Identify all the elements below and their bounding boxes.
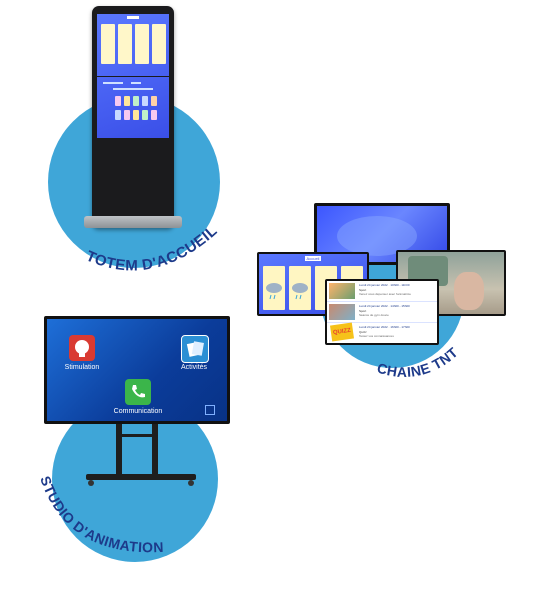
activity-tile <box>124 96 130 106</box>
program-time: Lundi 24 janvier 2022 · 14h00 - 15h00 <box>359 304 410 308</box>
head-icon[interactable] <box>69 335 95 361</box>
activity-tile <box>115 110 121 120</box>
activity-tile <box>151 110 157 120</box>
program-thumbnail <box>329 283 355 299</box>
studio-label: STUDIO D'ANIMATION <box>37 474 164 556</box>
totem-base <box>84 216 182 228</box>
rain-cloud-icon <box>266 283 282 300</box>
program-item: Lundi 24 janvier 2022 · 14h00 - 15h00 Sp… <box>327 302 437 323</box>
program-title: Quizz <box>359 330 367 334</box>
program-desc: Séance de gym douce <box>359 313 389 317</box>
wheel <box>88 480 94 486</box>
weather-card <box>152 24 166 64</box>
photo-people <box>454 272 484 310</box>
program-title: Sport <box>359 309 367 313</box>
weather-card <box>289 266 311 310</box>
weather-card <box>263 266 285 310</box>
weather-card <box>118 24 132 64</box>
tv-header: Accueil <box>305 256 321 261</box>
studio-screen-frame: Stimulation Activités Communication <box>44 316 230 424</box>
program-title: Sport <box>359 288 367 292</box>
totem-text-line <box>131 82 141 84</box>
studio-screen: Stimulation Activités Communication <box>47 319 227 421</box>
weather-card <box>135 24 149 64</box>
rain-cloud-icon <box>292 283 308 300</box>
totem-text-line <box>103 82 123 84</box>
activity-tile <box>142 96 148 106</box>
phone-icon[interactable] <box>125 379 151 405</box>
program-time: Lundi 24 janvier 2022 · 10h00 - 11h00 <box>359 283 410 287</box>
program-desc: Venez vous dépenser avec l'animatrice <box>359 292 411 296</box>
tnt-center-screen: Lundi 24 janvier 2022 · 10h00 - 11h00 Sp… <box>327 281 437 343</box>
program-item: QUIZZ Lundi 24 janvier 2022 · 16h00 - 17… <box>327 322 437 343</box>
totem-header-logo <box>127 16 139 19</box>
wave-shape <box>337 216 417 256</box>
weather-card <box>101 24 115 64</box>
program-item: Lundi 24 janvier 2022 · 10h00 - 11h00 Sp… <box>327 281 437 302</box>
cards-icon[interactable] <box>181 335 209 363</box>
totem-text-line <box>113 88 153 90</box>
program-time: Lundi 24 janvier 2022 · 16h00 - 17h00 <box>359 325 410 329</box>
activity-tile <box>124 110 130 120</box>
totem-divider <box>97 76 169 77</box>
studio-stand <box>114 420 160 480</box>
activity-tile <box>133 110 139 120</box>
studio-stand-base <box>86 474 196 480</box>
activites-label: Activités <box>180 364 208 371</box>
activity-tile <box>115 96 121 106</box>
activity-tile <box>133 96 139 106</box>
program-desc: Testez vos connaissances <box>359 334 394 338</box>
activity-tile <box>151 96 157 106</box>
tnt-center-tv: Lundi 24 janvier 2022 · 10h00 - 11h00 Sp… <box>325 279 439 345</box>
communication-label: Communication <box>113 408 163 415</box>
totem-screen <box>97 14 169 138</box>
svg-text:STUDIO D'ANIMATION: STUDIO D'ANIMATION <box>37 474 164 556</box>
wheel <box>188 480 194 486</box>
program-thumbnail <box>329 304 355 320</box>
settings-icon[interactable] <box>205 405 215 415</box>
stimulation-label: Stimulation <box>64 364 100 371</box>
activity-tile <box>142 110 148 120</box>
